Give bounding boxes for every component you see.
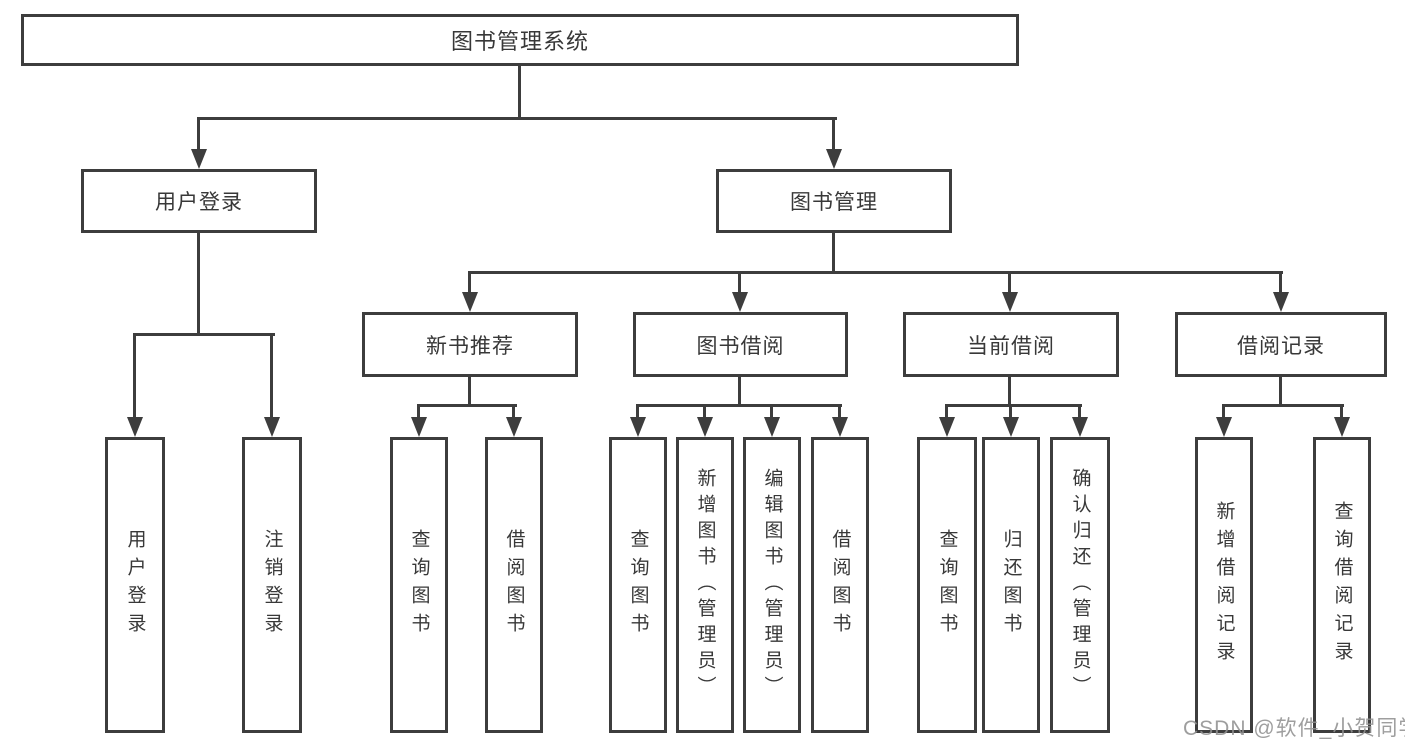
connector-newrec-drop-1 bbox=[417, 404, 420, 419]
node-label: 新书推荐 bbox=[426, 334, 514, 358]
connector-records-stem bbox=[1279, 377, 1282, 407]
leaf-add-borrow-record: 新增借阅记录 bbox=[1195, 437, 1253, 733]
node-book-borrow: 图书借阅 bbox=[633, 312, 848, 377]
connector-bookmgmt-drop-1 bbox=[468, 271, 471, 295]
node-borrow-records: 借阅记录 bbox=[1175, 312, 1387, 377]
connector-borrow-drop-3 bbox=[770, 404, 773, 419]
connector-bookmgmt-drop-3 bbox=[1008, 271, 1011, 295]
leaf-query-borrow-record: 查询借阅记录 bbox=[1313, 437, 1371, 733]
connector-root-drop-left bbox=[197, 117, 200, 153]
arrow-down-icon bbox=[1002, 292, 1018, 312]
arrow-down-icon bbox=[697, 417, 713, 437]
leaf-logout: 注销登录 bbox=[242, 437, 302, 733]
connector-current-stem bbox=[1008, 377, 1011, 407]
arrow-down-icon bbox=[506, 417, 522, 437]
connector-borrow-stem bbox=[738, 377, 741, 407]
arrow-down-icon bbox=[1334, 417, 1350, 437]
connector-root-stem bbox=[518, 64, 521, 118]
leaf-user-login: 用户登录 bbox=[105, 437, 165, 733]
arrow-down-icon bbox=[127, 417, 143, 437]
arrow-down-icon bbox=[264, 417, 280, 437]
connector-newrec-bar bbox=[417, 404, 517, 407]
leaf-label: 借阅图书 bbox=[829, 529, 851, 641]
connector-newrec-drop-2 bbox=[512, 404, 515, 419]
leaf-borrow-books-recommend: 借阅图书 bbox=[485, 437, 543, 733]
node-label: 图书管理系统 bbox=[450, 29, 589, 54]
node-new-book-recommend: 新书推荐 bbox=[362, 312, 578, 377]
node-label: 图书借阅 bbox=[696, 334, 785, 358]
leaf-label: 查询借阅记录 bbox=[1331, 501, 1353, 669]
arrow-down-icon bbox=[826, 149, 842, 169]
leaf-query-books-borrow: 查询图书 bbox=[609, 437, 667, 733]
connector-root-drop-right bbox=[832, 117, 835, 153]
arrow-down-icon bbox=[1003, 417, 1019, 437]
node-current-borrow: 当前借阅 bbox=[903, 312, 1119, 377]
connector-bookmgmt-drop-2 bbox=[738, 271, 741, 295]
connector-current-drop-1 bbox=[945, 404, 948, 419]
connector-userlogin-stem bbox=[197, 233, 200, 335]
leaf-label: 借阅图书 bbox=[503, 529, 525, 641]
arrow-down-icon bbox=[832, 417, 848, 437]
node-label: 用户登录 bbox=[155, 191, 243, 214]
connector-bookmgmt-drop-4 bbox=[1279, 271, 1282, 295]
connector-borrow-drop-2 bbox=[703, 404, 706, 419]
leaf-query-books-recommend: 查询图书 bbox=[390, 437, 448, 733]
node-book-management-module: 图书管理 bbox=[716, 169, 952, 233]
arrow-down-icon bbox=[411, 417, 427, 437]
connector-newrec-stem bbox=[468, 377, 471, 407]
leaf-label: 确认归还（管理员） bbox=[1069, 468, 1091, 702]
arrow-down-icon bbox=[462, 292, 478, 312]
leaf-edit-books-admin: 编辑图书（管理员） bbox=[743, 437, 801, 733]
connector-current-drop-3 bbox=[1078, 404, 1081, 419]
connector-records-drop-1 bbox=[1222, 404, 1225, 419]
leaf-label: 查询图书 bbox=[936, 529, 958, 641]
leaf-label: 用户登录 bbox=[124, 529, 146, 641]
leaf-borrow-books: 借阅图书 bbox=[811, 437, 869, 733]
node-user-login-module: 用户登录 bbox=[81, 169, 317, 233]
node-label: 当前借阅 bbox=[967, 334, 1055, 358]
connector-userlogin-bar bbox=[133, 333, 275, 336]
leaf-query-books-current: 查询图书 bbox=[917, 437, 977, 733]
arrow-down-icon bbox=[630, 417, 646, 437]
connector-current-bar bbox=[945, 404, 1082, 407]
leaf-label: 归还图书 bbox=[1000, 529, 1022, 641]
leaf-return-books: 归还图书 bbox=[982, 437, 1040, 733]
arrow-down-icon bbox=[1072, 417, 1088, 437]
leaf-label: 查询图书 bbox=[627, 529, 649, 641]
connector-borrow-bar bbox=[636, 404, 842, 407]
leaf-label: 新增借阅记录 bbox=[1213, 501, 1235, 669]
node-root-system: 图书管理系统 bbox=[21, 14, 1019, 66]
arrow-down-icon bbox=[764, 417, 780, 437]
leaf-confirm-return-admin: 确认归还（管理员） bbox=[1050, 437, 1110, 733]
arrow-down-icon bbox=[1216, 417, 1232, 437]
connector-records-drop-2 bbox=[1340, 404, 1343, 419]
csdn-watermark: CSDN @软件_小贺同学 bbox=[1183, 717, 1405, 740]
arrow-down-icon bbox=[732, 292, 748, 312]
connector-root-bar bbox=[197, 117, 837, 120]
connector-records-bar bbox=[1222, 404, 1344, 407]
leaf-label: 查询图书 bbox=[408, 529, 430, 641]
connector-current-drop-2 bbox=[1009, 404, 1012, 419]
leaf-add-books-admin: 新增图书（管理员） bbox=[676, 437, 734, 733]
connector-borrow-drop-4 bbox=[838, 404, 841, 419]
node-label: 借阅记录 bbox=[1237, 334, 1325, 358]
node-label: 图书管理 bbox=[790, 191, 878, 214]
leaf-label: 注销登录 bbox=[261, 529, 283, 641]
leaf-label: 编辑图书（管理员） bbox=[761, 468, 783, 702]
arrow-down-icon bbox=[939, 417, 955, 437]
connector-userlogin-drop-1 bbox=[133, 333, 136, 419]
connector-borrow-drop-1 bbox=[636, 404, 639, 419]
arrow-down-icon bbox=[1273, 292, 1289, 312]
arrow-down-icon bbox=[191, 149, 207, 169]
leaf-label: 新增图书（管理员） bbox=[694, 468, 716, 702]
connector-userlogin-drop-2 bbox=[270, 333, 273, 419]
connector-bookmgmt-bar bbox=[468, 271, 1283, 274]
connector-bookmgmt-stem bbox=[832, 233, 835, 274]
